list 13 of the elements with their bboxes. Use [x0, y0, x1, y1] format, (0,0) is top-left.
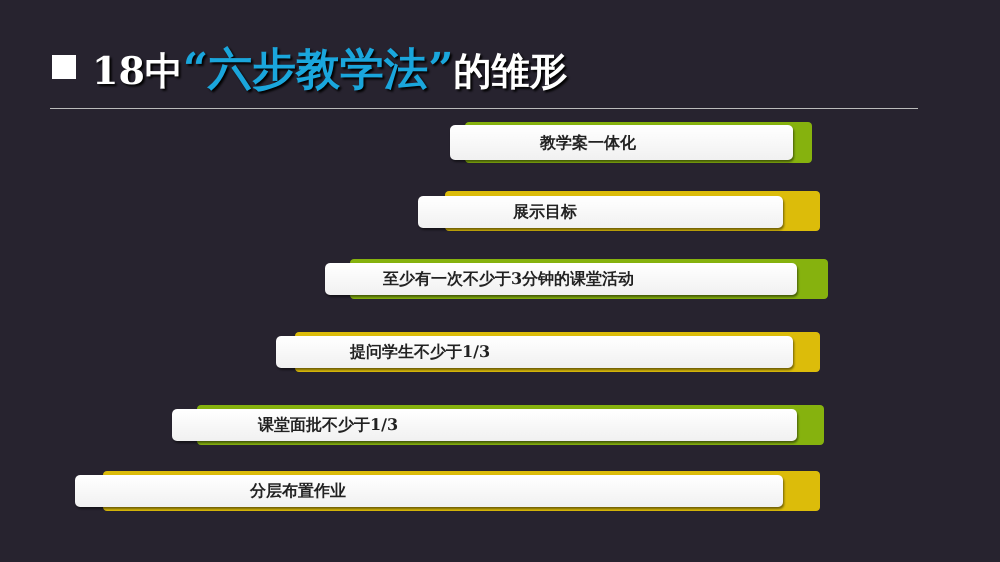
step-bar — [450, 122, 812, 163]
step-bar — [276, 332, 820, 372]
title: 18中“六步教学法”的雏形 — [92, 43, 568, 97]
step-bar — [172, 405, 824, 445]
step-bar — [418, 191, 820, 231]
step-bar — [325, 259, 828, 299]
step-bar — [75, 471, 820, 511]
step-label: 课堂面批不少于1/3 — [172, 409, 797, 441]
step-label: 教学案一体化 — [450, 125, 793, 160]
step-label: 展示目标 — [418, 196, 783, 228]
step-label: 至少有一次不少于3分钟的课堂活动 — [325, 263, 797, 295]
step-label: 提问学生不少于1/3 — [276, 336, 793, 368]
step-label: 分层布置作业 — [75, 475, 783, 507]
